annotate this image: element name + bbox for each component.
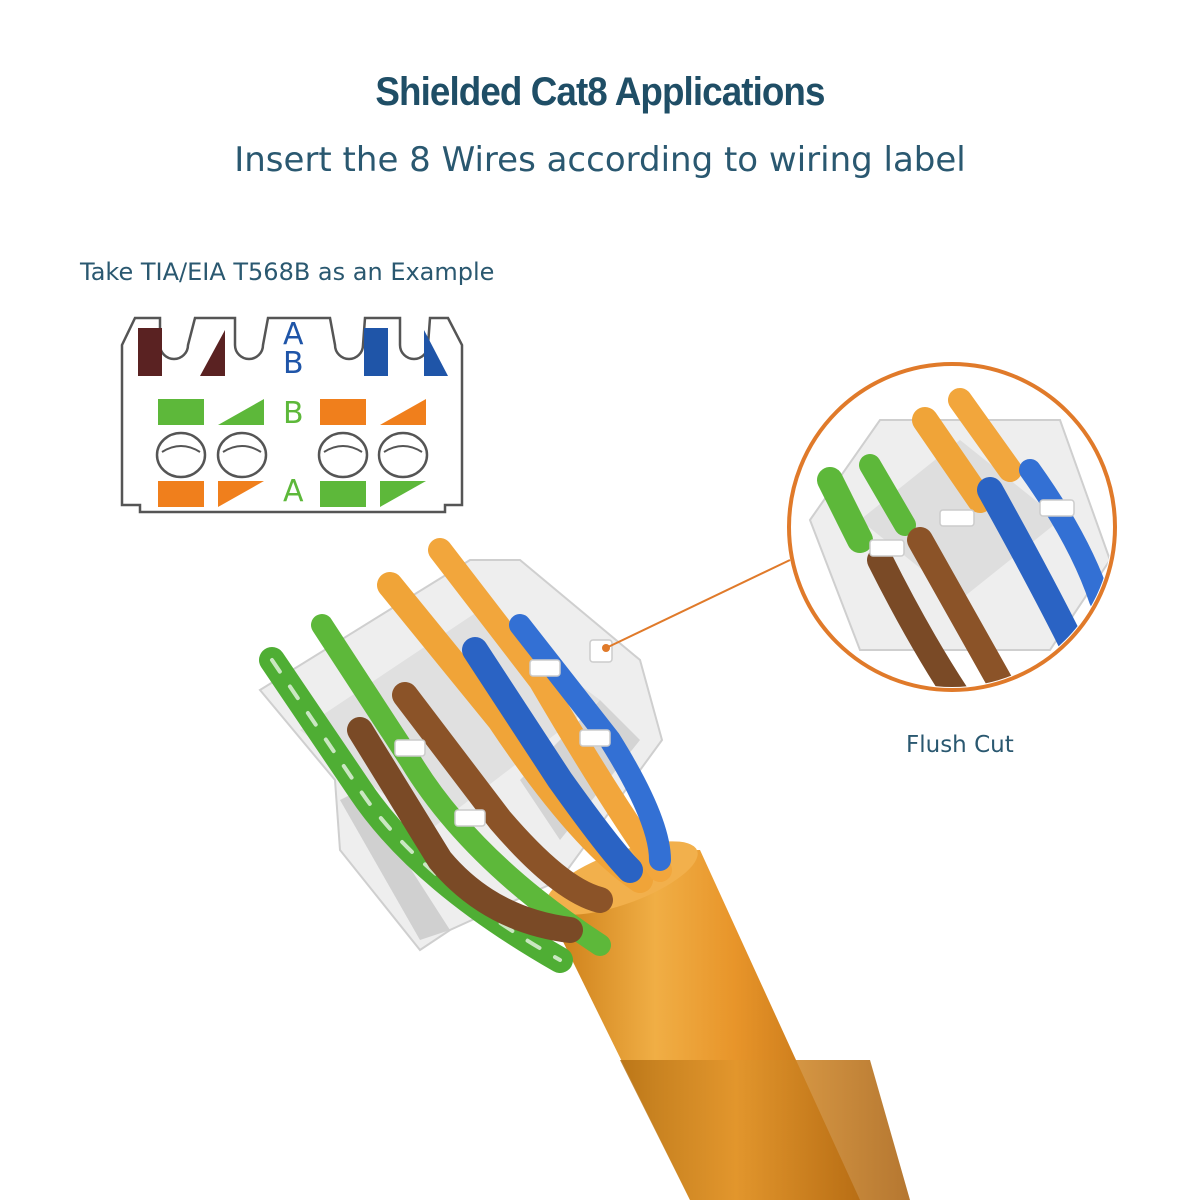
flush-cut-zoom	[787, 362, 1117, 692]
page-subtitle: Insert the 8 Wires according to wiring l…	[234, 140, 966, 180]
blue-solid-mark	[364, 328, 388, 376]
cable-shield	[620, 1060, 910, 1200]
wiring-label-diagram: A B B A	[120, 316, 464, 514]
wire-blue-white	[509, 614, 671, 871]
brown-stripe-mark	[200, 330, 225, 376]
flush-cut-caption: Flush Cut	[906, 732, 1014, 758]
connector-illustration	[258, 538, 910, 1200]
brown-solid-mark	[138, 328, 162, 376]
label-letter-a-bottom: A	[283, 474, 304, 509]
page-title: Shielded Cat8 Applications	[375, 70, 825, 114]
wire-hole	[317, 431, 369, 479]
callout-line	[605, 559, 791, 649]
orange-solid-mark	[320, 399, 366, 425]
green-solid-mark-bottom	[320, 481, 366, 507]
blue-stripe-mark	[424, 330, 448, 376]
callout-dot	[602, 644, 610, 652]
orange-stripe-mark	[380, 399, 426, 425]
example-caption: Take TIA/EIA T568B as an Example	[80, 258, 495, 286]
green-stripe-mark-bottom	[380, 481, 426, 507]
label-letter-a-top: A	[283, 317, 304, 352]
label-letter-b-mid: B	[283, 396, 304, 431]
wire-hole	[216, 431, 268, 479]
orange-solid-mark-bottom	[158, 481, 204, 507]
wire-hole	[155, 431, 207, 479]
label-letter-b-top: B	[283, 346, 304, 381]
wire-hole	[377, 431, 429, 479]
green-solid-mark	[158, 399, 204, 425]
wire-brown	[392, 682, 613, 913]
wire-brown-white	[347, 717, 583, 943]
wire-orange	[428, 538, 672, 882]
green-stripe-mark	[218, 399, 264, 425]
orange-stripe-mark-bottom	[218, 481, 264, 507]
wire-blue	[462, 637, 643, 883]
